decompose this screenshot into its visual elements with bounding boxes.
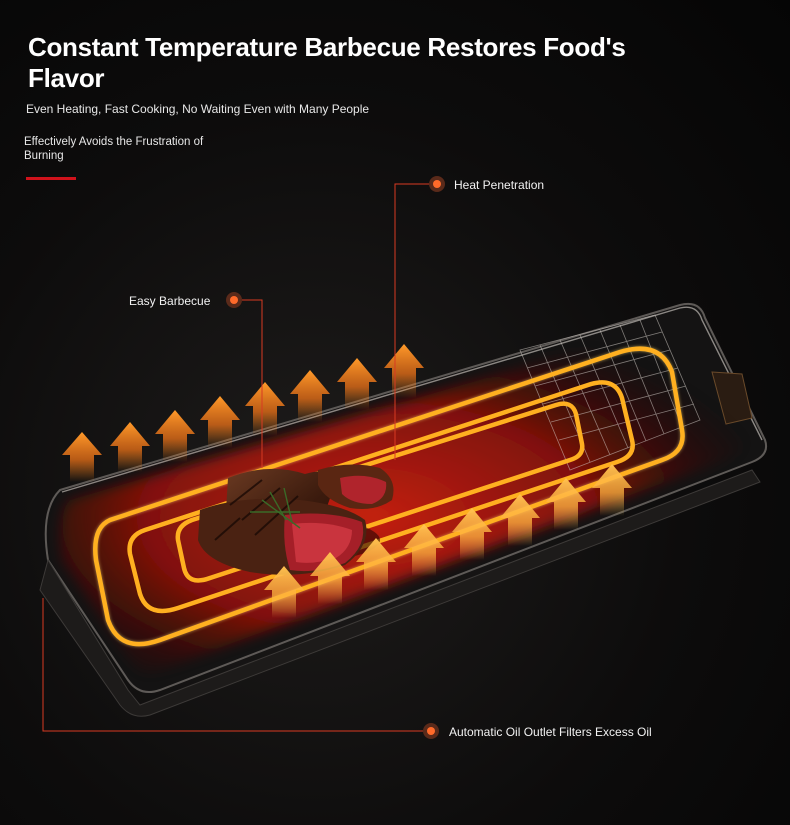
heat-arrows-back <box>62 344 424 482</box>
callout-easy-barbecue: Easy Barbecue <box>129 294 211 308</box>
heating-coil <box>93 346 685 647</box>
callout-oil-outlet: Automatic Oil Outlet Filters Excess Oil <box>449 725 652 739</box>
feature-note: Effectively Avoids the Frustration of Bu… <box>24 136 204 162</box>
page-title: Constant Temperature Barbecue Restores F… <box>28 32 626 93</box>
callout-dot-icon <box>226 292 242 308</box>
callout-heat-penetration: Heat Penetration <box>454 178 545 192</box>
page-subtitle: Even Heating, Fast Cooking, No Waiting E… <box>26 102 370 116</box>
accent-divider <box>26 177 76 180</box>
callout-lines <box>42 183 430 732</box>
heat-arrows-front <box>264 464 632 618</box>
callout-dot-icon <box>423 723 439 739</box>
callout-dot-icon <box>429 176 445 192</box>
steak-image <box>198 464 394 575</box>
